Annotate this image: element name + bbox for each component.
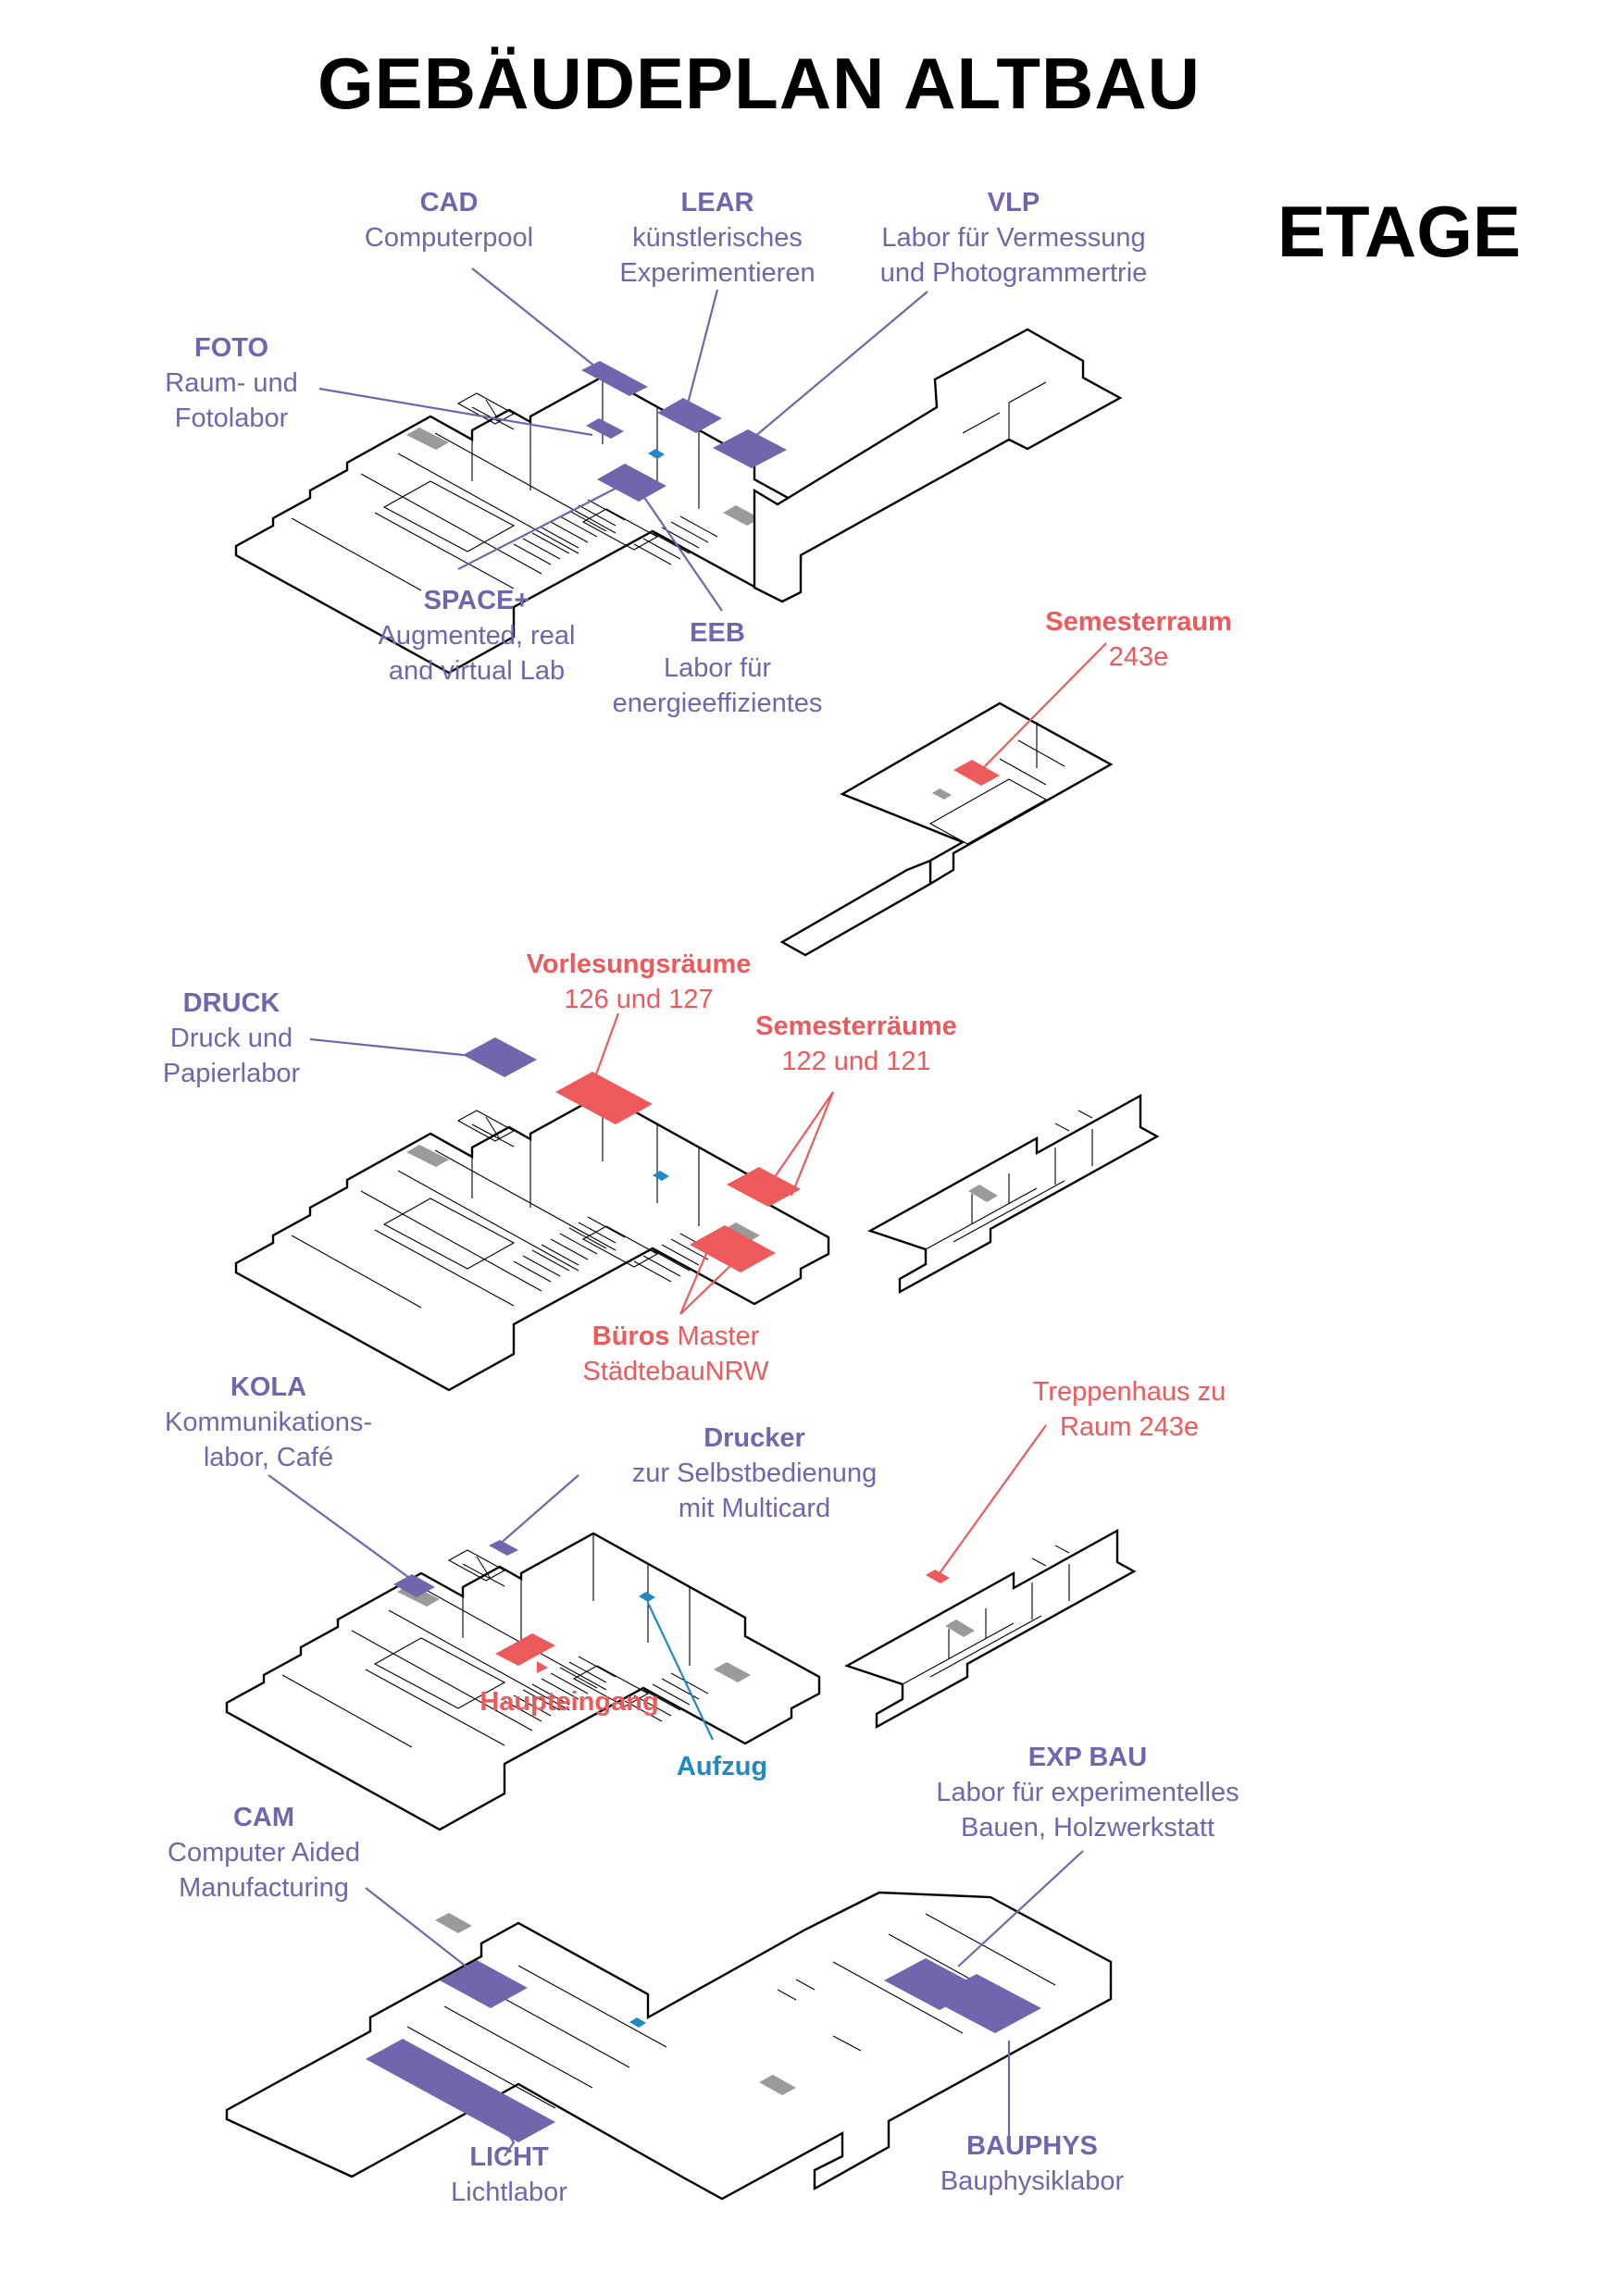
label-cam-line-1: Computer Aided (168, 1838, 360, 1868)
floor-1-plan (234, 1037, 1159, 1392)
label-cad: CAD Computerpool (347, 185, 551, 255)
label-space-line-1: Augmented, real (378, 621, 576, 651)
label-treppenhaus: Treppenhaus zu Raum 243e (1009, 1374, 1250, 1445)
label-licht-line-1: Lichtlabor (451, 2178, 567, 2207)
label-kola-line-1: Kommunikations- (164, 1408, 373, 1437)
label-vorlesung-line-1: 126 und 127 (564, 985, 714, 1014)
label-bueros-rest: Master (677, 1322, 760, 1351)
label-foto-title: FOTO (193, 333, 269, 363)
label-semesterraeume-line-1: 122 und 121 (781, 1047, 931, 1076)
label-vlp-line-2: und Photogrammertrie (879, 258, 1148, 288)
label-lear-line-2: Experimentieren (619, 258, 816, 288)
label-bauphys-line-1: Bauphysiklabor (940, 2166, 1125, 2196)
label-expbau-line-2: Bauen, Holzwerkstatt (960, 1813, 1214, 1843)
label-vlp-title: VLP (987, 188, 1040, 217)
label-drucker-title: Drucker (704, 1423, 805, 1453)
label-bueros-line-1: StädtebauNRW (582, 1357, 769, 1386)
label-bauphys-title: BAUPHYS (966, 2131, 1098, 2161)
label-vlp: VLP Labor für Vermessung und Photogramme… (861, 185, 1166, 291)
label-bueros-title: Büros (592, 1322, 670, 1351)
label-haupteingang-title: Haupteingang (479, 1687, 659, 1717)
label-expbau-title: EXP BAU (1027, 1743, 1148, 1772)
label-cam-title: CAM (232, 1803, 295, 1832)
label-semesterraeume-title: Semesterräume (755, 1011, 957, 1041)
label-space-line-2: and virtual Lab (388, 656, 566, 686)
label-vorlesung-title: Vorlesungsräume (526, 949, 752, 979)
label-vlp-line-1: Labor für Vermessung (881, 223, 1146, 253)
label-cam: CAM Computer Aided Manufacturing (139, 1800, 389, 1905)
label-semesterraeume: Semesterräume 122 und 121 (722, 1009, 990, 1079)
label-kola-line-2: labor, Café (203, 1443, 334, 1472)
label-semesterraum-line-1: 243e (1108, 642, 1169, 672)
floor-3-plan (234, 328, 1123, 675)
label-semesterraum-title: Semesterraum (1045, 607, 1232, 637)
label-space-title: SPACE+ (423, 586, 530, 615)
label-drucker-line-1: zur Selbstbedienung (631, 1458, 878, 1488)
label-druck-line-2: Papierlabor (162, 1059, 301, 1088)
label-treppenhaus-line-2: Raum 243e (1060, 1412, 1199, 1442)
label-foto: FOTO Raum- und Fotolabor (139, 330, 324, 436)
label-treppenhaus-line-1: Treppenhaus zu (1032, 1377, 1227, 1407)
label-druck: DRUCK Druck und Papierlabor (134, 986, 329, 1091)
label-lear: LEAR künstlerisches Experimentieren (602, 185, 833, 291)
label-haupteingang: Haupteingang (444, 1684, 694, 1719)
label-foto-line-2: Fotolabor (174, 403, 289, 433)
label-cad-title: CAD (419, 188, 479, 217)
label-cad-line-1: Computerpool (364, 223, 534, 253)
label-aufzug-title: Aufzug (676, 1752, 768, 1781)
label-space: SPACE+ Augmented, real and virtual Lab (356, 583, 597, 689)
label-bueros-line-0: Büros Master (555, 1319, 796, 1354)
label-lear-title: LEAR (680, 188, 754, 217)
label-drucker-line-2: mit Multicard (678, 1494, 831, 1523)
page-title: GEBÄUDEPLAN ALTBAU (318, 43, 1201, 124)
label-expbau-line-1: Labor für experimentelles (936, 1778, 1239, 1807)
label-kola-title: KOLA (230, 1372, 307, 1402)
floor-0-plan (225, 1529, 1136, 1831)
label-kola: KOLA Kommunikations- labor, Café (148, 1370, 389, 1475)
floor-minus1-plan (225, 1891, 1113, 2201)
label-semesterraum: Semesterraum 243e (1018, 604, 1259, 675)
label-licht: LICHT Lichtlabor (417, 2140, 602, 2210)
label-druck-line-1: Druck und (169, 1024, 293, 1053)
label-aufzug: Aufzug (648, 1749, 796, 1784)
label-licht-title: LICHT (469, 2142, 549, 2172)
etage-heading: ETAGE (1277, 191, 1521, 272)
label-vorlesungsraeume: Vorlesungsräume 126 und 127 (504, 947, 773, 1017)
label-expbau: EXP BAU Labor für experimentelles Bauen,… (907, 1740, 1268, 1845)
floor-2-plan (779, 701, 1114, 957)
label-bauphys: BAUPHYS Bauphysiklabor (916, 2128, 1148, 2199)
label-lear-line-1: künstlerisches (632, 223, 803, 253)
leader-lines (268, 267, 1107, 2157)
label-bueros: Büros Master StädtebauNRW (555, 1319, 796, 1389)
label-eeb-line-1: Labor für (663, 653, 772, 683)
label-eeb-line-2: energieeffizientes (612, 689, 823, 718)
label-eeb: EEB Labor für energieeffizientes (592, 615, 842, 721)
label-druck-title: DRUCK (182, 988, 280, 1018)
label-eeb-title: EEB (690, 618, 745, 648)
label-drucker: Drucker zur Selbstbedienung mit Multicar… (611, 1421, 898, 1526)
label-cam-line-2: Manufacturing (179, 1873, 349, 1903)
label-foto-line-1: Raum- und (165, 368, 298, 398)
